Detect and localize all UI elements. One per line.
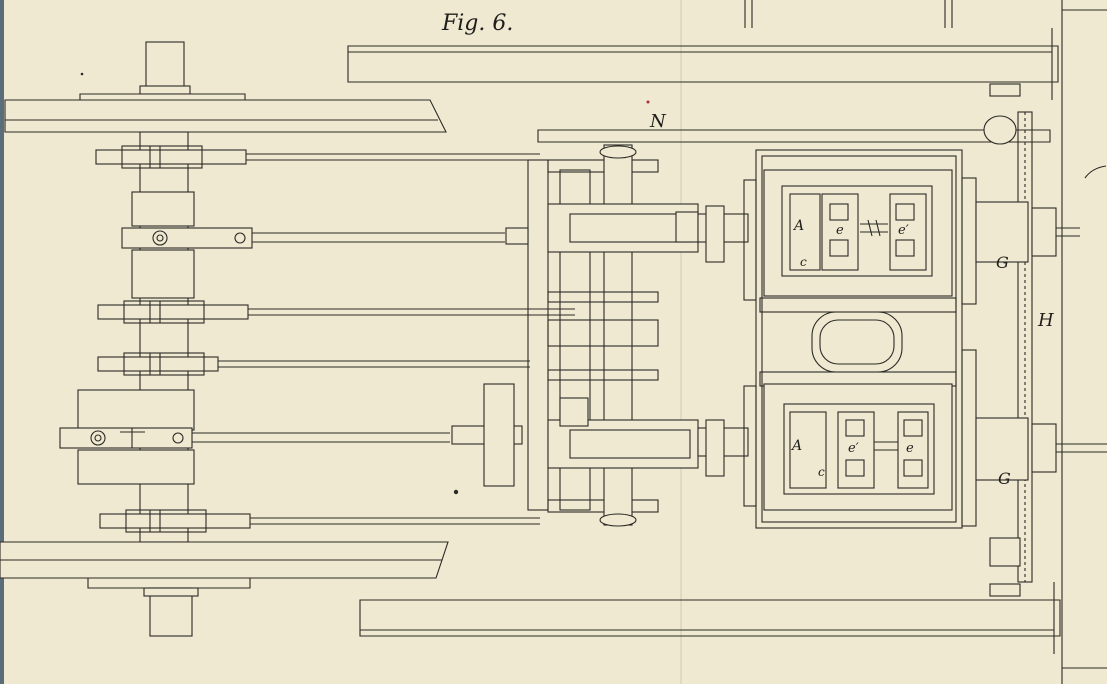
- label-e-prime-upper: e′: [898, 223, 909, 238]
- figure-title: Fig. 6.: [441, 11, 513, 36]
- upper-crosshead: [547, 203, 699, 253]
- top-wheel-rim: [4, 99, 447, 133]
- pointer-mark: [1084, 165, 1107, 179]
- collar-1: [95, 145, 247, 169]
- bottom-beam: [359, 599, 1061, 637]
- label-A-lower: A: [790, 438, 802, 454]
- cylinder-block: [743, 149, 977, 529]
- crank-head-upper: [121, 227, 253, 249]
- label-H: H: [1037, 310, 1054, 331]
- paper-fold: [680, 0, 682, 684]
- lower-cylinder: [763, 383, 953, 511]
- letter-labels: N H G G A e e′ c A e′ e c: [649, 111, 1054, 488]
- label-c-upper: c: [800, 255, 807, 269]
- label-e-lower: e: [906, 441, 914, 456]
- upper-crossbar: [537, 129, 1051, 143]
- upper-cylinder: [763, 169, 953, 297]
- chain-drive: [975, 83, 1107, 597]
- collar-3: [97, 352, 219, 376]
- collar-4: [99, 509, 251, 533]
- ink-speck: [453, 489, 459, 495]
- ink-speck: [80, 72, 84, 76]
- top-hub-stub: [145, 41, 185, 95]
- label-A-upper: A: [792, 218, 804, 234]
- label-G-upper: G: [996, 253, 1009, 272]
- binding-edge: [0, 0, 4, 684]
- collar-2: [97, 300, 249, 324]
- label-c-lower: c: [818, 465, 825, 479]
- connecting-rods: [192, 153, 575, 525]
- crosshead-frame: [451, 144, 699, 527]
- ink-speck: [646, 100, 650, 104]
- label-e-prime-lower: e′: [848, 441, 859, 456]
- frame-beams: [347, 0, 1107, 684]
- crank-head-lower: [59, 427, 193, 449]
- piston-rods: [697, 205, 749, 477]
- left-shaft-assembly: [0, 41, 449, 637]
- label-G-lower: G: [998, 469, 1011, 488]
- label-N: N: [649, 111, 667, 132]
- exhaust-port: [811, 311, 903, 373]
- top-beam: [347, 45, 1059, 83]
- label-e-upper: e: [836, 223, 844, 238]
